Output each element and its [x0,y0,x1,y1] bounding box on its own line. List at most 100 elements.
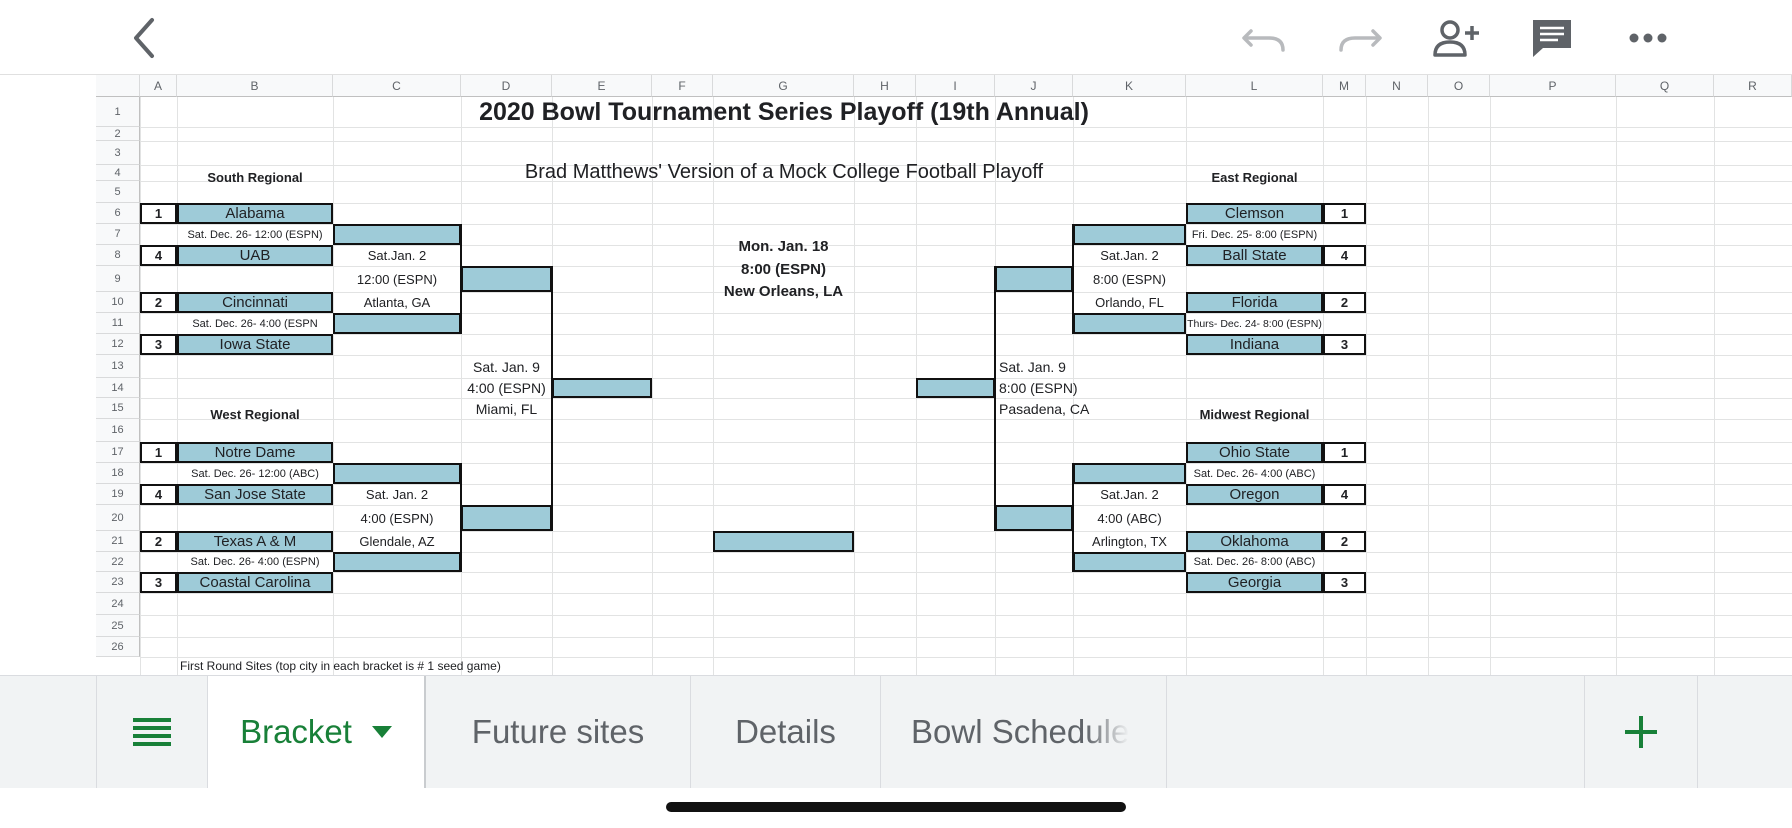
east-regional-header[interactable]: East Regional [1211,169,1298,185]
left-semi-date[interactable]: Sat. Jan. 9 [473,358,540,375]
west-game2-time[interactable]: Sat. Dec. 26- 4:00 (ESPN) [190,556,320,568]
south-winner-slot-2[interactable] [333,313,461,334]
left-semi-site[interactable]: Miami, FL [475,400,538,417]
column-header-b[interactable]: B [177,75,333,97]
midwest-team-1[interactable]: Ohio State [1186,442,1323,463]
west-round2-time[interactable]: 4:00 (ESPN) [360,510,434,526]
west-team-2[interactable]: San Jose State [177,484,333,505]
row-header-8[interactable]: 8 [96,245,140,266]
column-header-d[interactable]: D [461,75,552,97]
west-winner-slot-2[interactable] [333,552,461,572]
footnote[interactable]: First Round Sites (top city in each brac… [180,659,501,673]
right-semi-site[interactable]: Pasadena, CA [999,400,1090,417]
west-seed-3[interactable]: 2 [140,531,177,552]
row-header-5[interactable]: 5 [96,181,140,203]
east-seed-3[interactable]: 2 [1323,292,1366,313]
final-time[interactable]: 8:00 (ESPN) [740,260,827,278]
west-champion-slot[interactable] [461,505,552,531]
column-header-e[interactable]: E [552,75,652,97]
row-header-25[interactable]: 25 [96,615,140,637]
tab-bracket[interactable]: Bracket [208,676,426,788]
column-header-p[interactable]: P [1490,75,1616,97]
midwest-team-3[interactable]: Oklahoma [1186,531,1323,552]
final-site[interactable]: New Orleans, LA [723,282,844,300]
west-seed-2[interactable]: 4 [140,484,177,505]
midwest-regional-header[interactable]: Midwest Regional [1199,406,1310,422]
tab-bowl-schedule[interactable]: Bowl Schedule [881,676,1167,788]
column-header-q[interactable]: Q [1616,75,1714,97]
row-header-2[interactable]: 2 [96,127,140,141]
west-team-3[interactable]: Texas A & M [177,531,333,552]
column-header-i[interactable]: I [916,75,995,97]
row-header-7[interactable]: 7 [96,224,140,245]
midwest-team-2[interactable]: Oregon [1186,484,1323,505]
all-sheets-button[interactable] [96,676,208,788]
midwest-winner-slot-2[interactable] [1073,552,1186,572]
select-all-corner[interactable] [96,75,140,97]
left-semi-winner-slot[interactable] [552,378,652,398]
east-team-4[interactable]: Indiana [1186,334,1323,355]
column-header-a[interactable]: A [140,75,177,97]
back-button[interactable] [116,10,172,66]
west-winner-slot-1[interactable] [333,463,461,484]
west-seed-4[interactable]: 3 [140,572,177,593]
column-header-j[interactable]: J [995,75,1073,97]
west-round2-date[interactable]: Sat. Jan. 2 [365,487,429,502]
undo-button[interactable] [1236,10,1292,66]
east-seed-1[interactable]: 1 [1323,203,1366,224]
south-champion-slot[interactable] [461,266,552,292]
south-team-4[interactable]: Iowa State [177,334,333,355]
south-seed-4[interactable]: 3 [140,334,177,355]
row-header-26[interactable]: 26 [96,637,140,657]
comment-button[interactable] [1524,10,1580,66]
right-semi-winner-slot[interactable] [916,378,995,398]
row-header-21[interactable]: 21 [96,531,140,552]
east-round2-date[interactable]: Sat.Jan. 2 [1100,248,1159,263]
midwest-round2-date[interactable]: Sat.Jan. 2 [1100,487,1159,502]
column-header-g[interactable]: G [713,75,854,97]
south-round2-date[interactable]: Sat.Jan. 2 [367,248,427,263]
right-semi-date[interactable]: Sat. Jan. 9 [999,358,1066,375]
west-seed-1[interactable]: 1 [140,442,177,463]
column-header-f[interactable]: F [652,75,713,97]
row-header-19[interactable]: 19 [96,484,140,505]
redo-button[interactable] [1332,10,1388,66]
column-header-k[interactable]: K [1073,75,1186,97]
south-winner-slot-1[interactable] [333,224,461,245]
row-header-14[interactable]: 14 [96,378,140,398]
midwest-round2-time[interactable]: 4:00 (ABC) [1097,510,1162,526]
row-header-3[interactable]: 3 [96,141,140,165]
row-header-15[interactable]: 15 [96,398,140,419]
row-header-24[interactable]: 24 [96,593,140,615]
east-winner-slot-1[interactable] [1073,224,1186,245]
row-header-23[interactable]: 23 [96,572,140,593]
row-header-12[interactable]: 12 [96,334,140,355]
row-header-1[interactable]: 1 [96,97,140,127]
east-team-1[interactable]: Clemson [1186,203,1323,224]
south-seed-1[interactable]: 1 [140,203,177,224]
add-sheet-button[interactable] [1584,676,1698,788]
tab-details[interactable]: Details [691,676,881,788]
left-semi-time[interactable]: 4:00 (ESPN) [467,380,546,396]
south-game2-time[interactable]: Sat. Dec. 26- 4:00 (ESPN [192,317,318,330]
row-header-11[interactable]: 11 [96,313,140,334]
south-regional-header[interactable]: South Regional [207,169,303,185]
west-game1-time[interactable]: Sat. Dec. 26- 12:00 (ABC) [191,467,319,480]
row-header-20[interactable]: 20 [96,505,140,531]
east-champion-slot[interactable] [995,266,1073,292]
east-game2-time[interactable]: Thurs- Dec. 24- 8:00 (ESPN) [1187,317,1322,330]
row-header-9[interactable]: 9 [96,266,140,292]
south-round2-time[interactable]: 12:00 (ESPN) [356,271,438,287]
south-seed-3[interactable]: 2 [140,292,177,313]
column-header-o[interactable]: O [1428,75,1490,97]
column-header-m[interactable]: M [1323,75,1366,97]
west-team-1[interactable]: Notre Dame [177,442,333,463]
midwest-game2-time[interactable]: Sat. Dec. 26- 8:00 (ABC) [1193,556,1316,568]
sheet-title[interactable]: 2020 Bowl Tournament Series Playoff (19t… [479,97,1089,126]
column-header-c[interactable]: C [333,75,461,97]
east-seed-2[interactable]: 4 [1323,245,1366,266]
east-team-3[interactable]: Florida [1186,292,1323,313]
column-header-r[interactable]: R [1714,75,1792,97]
midwest-seed-4[interactable]: 3 [1323,572,1366,593]
